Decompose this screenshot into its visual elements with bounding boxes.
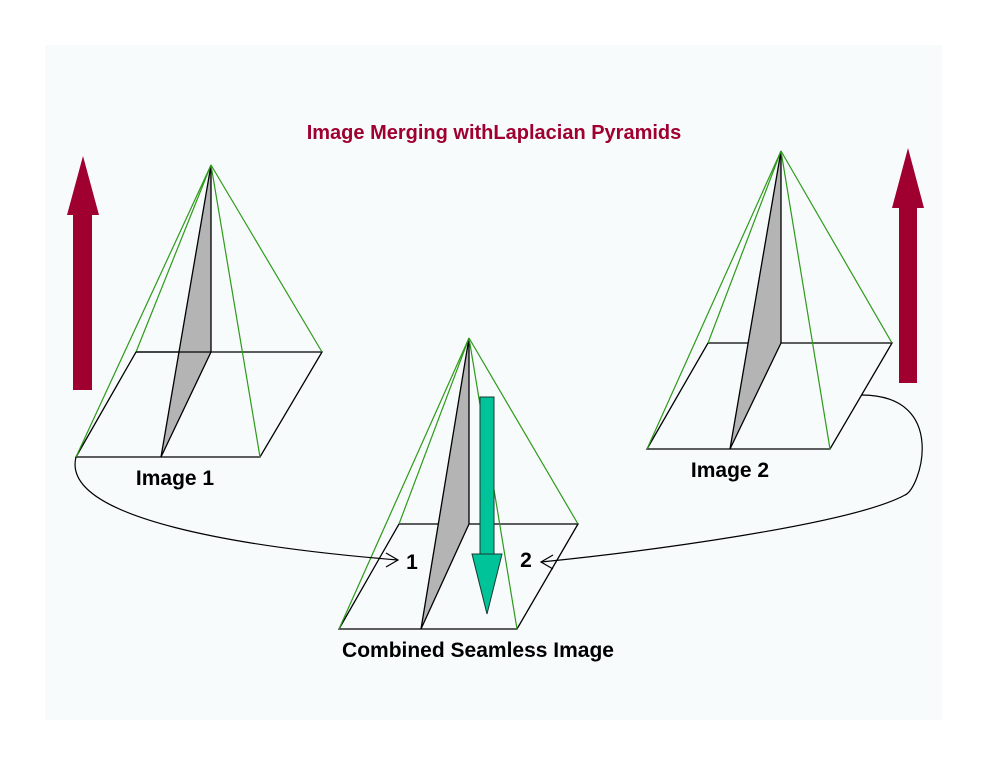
seam-plane [729,150,782,450]
pyramid-image-2 [645,150,894,450]
seam-plane [420,337,470,630]
marker-2: 2 [520,549,532,572]
label-image-1: Image 1 [136,467,215,490]
center-down-arrow-icon [471,396,503,615]
right-up-arrow-icon [892,148,924,383]
seam-plane [160,164,212,458]
label-combined: Combined Seamless Image [342,639,614,662]
connector-image1-to-1 [74,456,400,568]
pyramid-combined [337,337,580,630]
connector-image2-to-2 [539,394,923,570]
marker-1: 1 [406,551,418,574]
left-up-arrow-icon [67,156,99,390]
pyramid-image-1 [74,164,324,458]
diagram-title: Image Merging withLaplacian Pyramids [307,122,682,144]
label-image-2: Image 2 [691,459,769,482]
